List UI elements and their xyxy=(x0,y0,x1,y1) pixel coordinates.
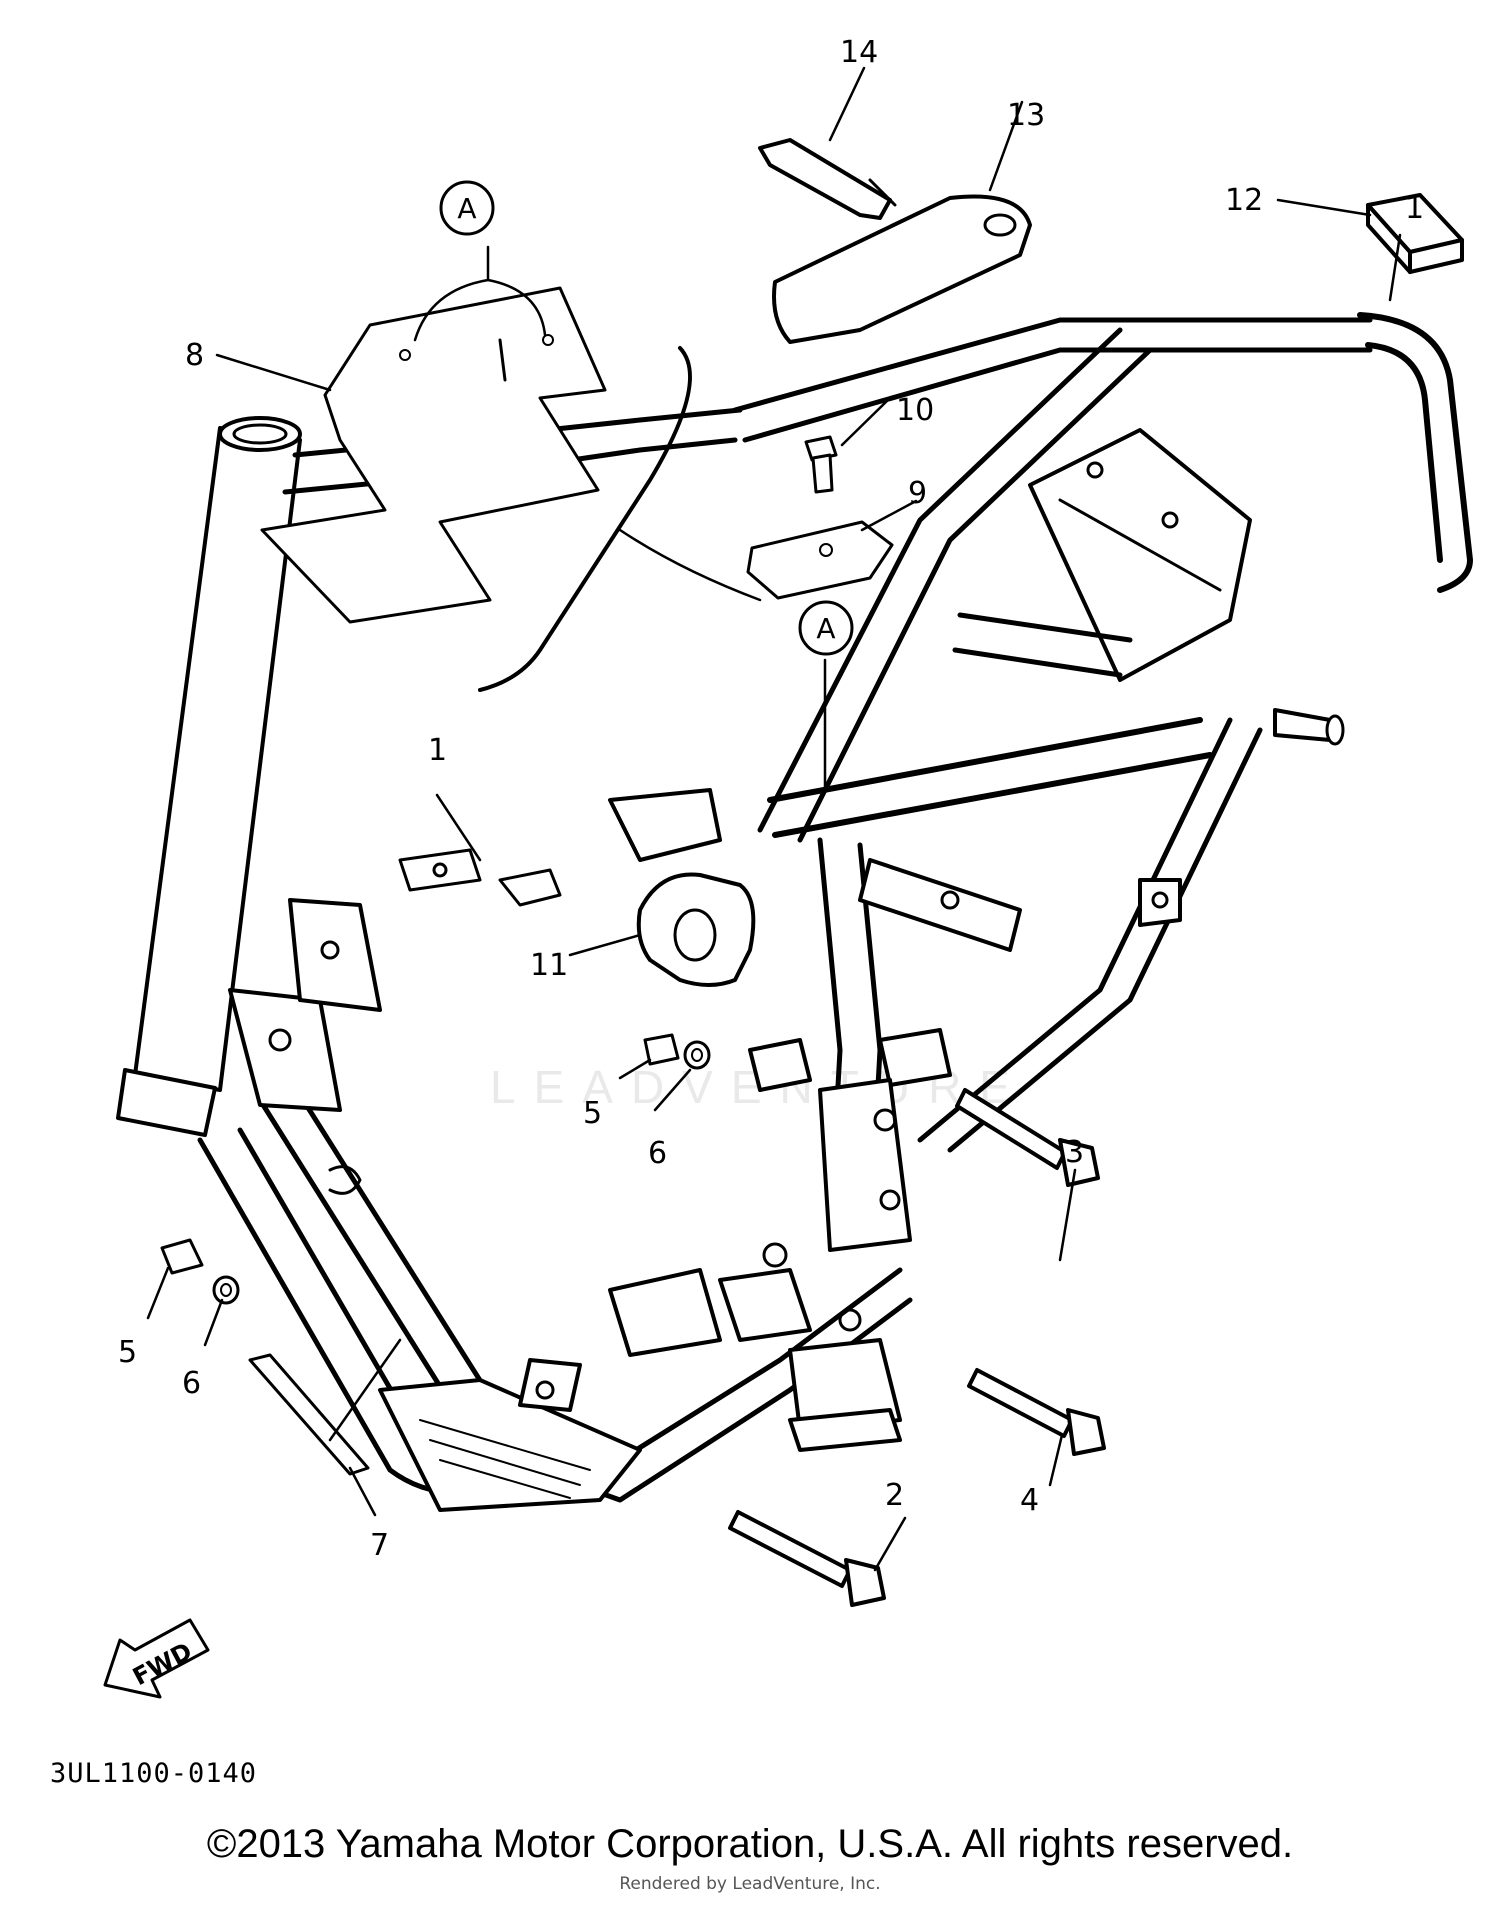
washer-part-6-upper xyxy=(683,1040,711,1070)
reference-marker-a-top: A xyxy=(439,180,495,236)
svg-text:A: A xyxy=(457,192,476,225)
strap-part-14 xyxy=(758,138,897,220)
callout-numbers: 1 1 2 3 4 5 5 6 6 7 8 9 10 11 12 13 14 xyxy=(118,35,1424,1563)
callout-2: 2 xyxy=(885,1478,904,1513)
callout-6-upper: 6 xyxy=(648,1136,667,1171)
plate-part-8 xyxy=(260,286,607,624)
callout-1-front: 1 xyxy=(428,733,447,768)
callout-5-lower: 5 xyxy=(118,1335,137,1370)
rendered-by-notice: Rendered by LeadVenture, Inc. xyxy=(619,1874,881,1894)
fwd-arrow-icon: FWD xyxy=(103,1618,210,1699)
callout-3: 3 xyxy=(1065,1135,1084,1170)
callout-5-upper: 5 xyxy=(583,1096,602,1131)
callout-14: 14 xyxy=(840,35,878,70)
bolt-part-3 xyxy=(955,1088,1100,1187)
callout-4: 4 xyxy=(1020,1483,1039,1518)
callout-7: 7 xyxy=(370,1528,389,1563)
bolt-part-4 xyxy=(967,1368,1106,1456)
reference-marker-a-lower: A xyxy=(798,600,854,656)
bolt-part-10 xyxy=(804,435,838,494)
callout-10: 10 xyxy=(896,393,934,428)
pad-part-12 xyxy=(1366,193,1464,274)
copyright-notice: ©2013 Yamaha Motor Corporation, U.S.A. A… xyxy=(206,1822,1294,1866)
diagram-code: 3UL1100-0140 xyxy=(50,1758,258,1789)
callout-8: 8 xyxy=(185,338,204,373)
callout-11: 11 xyxy=(530,948,568,983)
callout-6-lower: 6 xyxy=(182,1366,201,1401)
bolt-part-2 xyxy=(728,1510,886,1607)
label-part-7 xyxy=(248,1353,370,1476)
tool-bag-part-13 xyxy=(772,194,1032,344)
washer-part-6-lower xyxy=(212,1275,240,1305)
callout-1-rear: 1 xyxy=(1405,191,1424,226)
nut-part-5-lower xyxy=(160,1238,204,1275)
callout-9: 9 xyxy=(908,476,927,511)
frame-assembly xyxy=(116,312,1473,1512)
callout-12: 12 xyxy=(1225,183,1263,218)
leader-lines xyxy=(146,66,1402,1572)
damper-part-11 xyxy=(636,872,756,987)
nut-part-5-upper xyxy=(643,1033,680,1066)
svg-text:A: A xyxy=(816,612,835,645)
bracket-part-9 xyxy=(746,520,894,600)
callout-13: 13 xyxy=(1007,98,1045,133)
